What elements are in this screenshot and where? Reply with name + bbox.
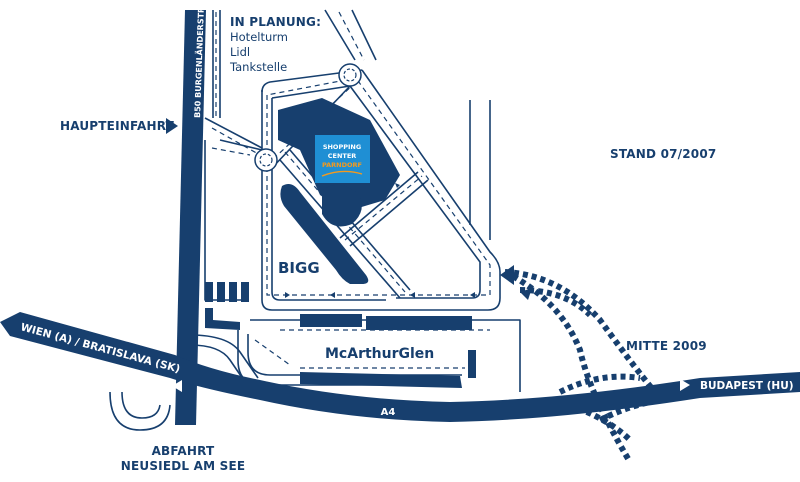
arrow-right-icon xyxy=(680,379,690,391)
parking-block xyxy=(241,282,249,302)
logo-line3: PARNDORF xyxy=(322,161,362,169)
parking-block xyxy=(205,282,213,302)
planning-title: IN PLANUNG: xyxy=(230,15,321,29)
planning-item-gas: Tankstelle xyxy=(229,60,287,74)
outlet-building-4 xyxy=(468,350,476,378)
future-label: MITTE 2009 xyxy=(626,339,707,353)
planned-road xyxy=(500,265,663,464)
bigg-building xyxy=(280,184,369,284)
outlet-building-3 xyxy=(300,372,462,388)
planning-item-hotel: Hotelturm xyxy=(230,30,288,44)
entrance-arrow-icon xyxy=(166,118,178,134)
logo-line1: SHOPPING xyxy=(323,143,361,151)
planned-road-arrow xyxy=(500,265,514,285)
east-road-label: BUDAPEST (HU) xyxy=(700,380,794,392)
mcarthurglen-label: McArthurGlen xyxy=(325,346,434,362)
bigg-label: BIGG xyxy=(278,259,320,277)
a4-label: A4 xyxy=(381,407,396,418)
roundabout-left xyxy=(254,148,278,172)
exit-label-line2: NEUSIEDL AM SEE xyxy=(121,459,246,473)
status-label: STAND 07/2007 xyxy=(610,147,716,161)
main-entrance-label: HAUPTEINFAHRT xyxy=(60,119,175,133)
shopping-center-logo: SHOPPING CENTER PARNDORF xyxy=(315,135,370,183)
planning-item-lidl: Lidl xyxy=(230,45,250,59)
site-outline xyxy=(109,9,521,431)
map-labels: IN PLANUNG: Hotelturm Lidl Tankstelle HA… xyxy=(60,15,716,473)
planned-road-arrow xyxy=(520,288,532,300)
b50-road: B50 BURGENLÄNDERSTRASSE xyxy=(175,0,207,425)
roundabout-top xyxy=(338,63,362,87)
arrow-left-icon xyxy=(172,380,182,392)
outlet-building-2 xyxy=(366,316,472,330)
shopping-center-annex xyxy=(322,184,362,227)
west-road-label: WIEN (A) / BRATISLAVA (SK) xyxy=(19,321,181,375)
parking-block xyxy=(217,282,225,302)
logo-line2: CENTER xyxy=(328,152,357,160)
b50-road-label: B50 BURGENLÄNDERSTRASSE xyxy=(192,0,207,118)
parking-block xyxy=(229,282,237,302)
outlet-building-1 xyxy=(300,314,362,327)
outlet-wing-west xyxy=(205,308,240,330)
exit-label-line1: ABFAHRT xyxy=(152,444,215,458)
direction-arrows xyxy=(166,118,690,392)
